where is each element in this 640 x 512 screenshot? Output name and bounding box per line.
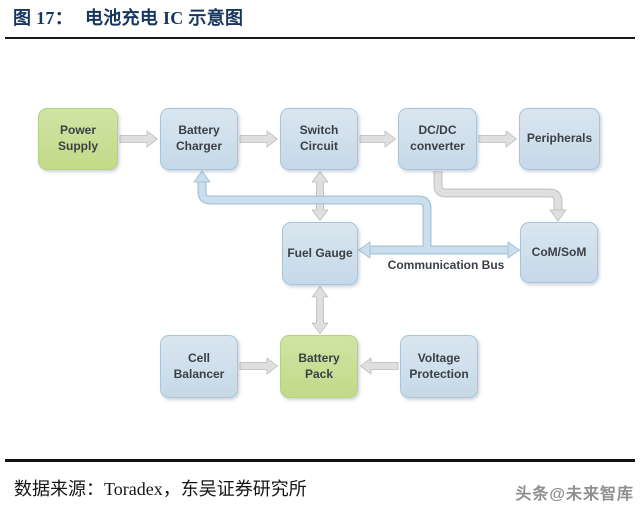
- node-dcdc-converter-label: DC/DC converter: [410, 123, 465, 153]
- bus-head-left: [358, 241, 371, 259]
- node-battery-charger: Battery Charger: [160, 108, 238, 170]
- bus-head-right: [507, 241, 520, 259]
- node-voltage-protection-label: Voltage Protection: [409, 350, 469, 381]
- arrow-dcdc-to-comsom-head: [549, 209, 567, 222]
- node-switch-circuit-label: Switch Circuit: [299, 123, 339, 153]
- node-peripherals-label: Peripherals: [526, 131, 593, 146]
- title-divider: [5, 37, 635, 39]
- node-voltage-protection: Voltage Protection: [400, 335, 478, 398]
- arrow-balancer-to-pack: [239, 357, 278, 375]
- node-battery-pack: Battery Pack: [280, 335, 358, 398]
- footer-divider: [5, 459, 635, 462]
- figure-title-text: 电池充电 IC 示意图: [85, 8, 244, 28]
- arrow-bus-to-charger: [198, 177, 431, 249]
- node-fuel-gauge-label: Fuel Gauge: [287, 245, 353, 260]
- node-switch-circuit: Switch Circuit: [280, 108, 358, 170]
- arrow-switch-to-dcdc: [359, 130, 396, 148]
- arrow-dcdc-to-peripherals: [478, 130, 517, 148]
- node-peripherals: Peripherals: [519, 108, 600, 170]
- arrow-fuel-pack-bidirectional: [311, 286, 329, 334]
- arrow-charger-to-switch: [239, 130, 278, 148]
- watermark-text: 头条@未来智库: [515, 486, 634, 503]
- node-battery-pack-label: Battery Pack: [298, 350, 340, 381]
- node-com-som: CoM/SoM: [520, 222, 598, 283]
- node-com-som-label: CoM/SoM: [531, 244, 587, 259]
- arrow-power-to-charger: [119, 130, 158, 148]
- figure-label: 图 17：: [13, 8, 73, 28]
- node-fuel-gauge: Fuel Gauge: [282, 222, 358, 285]
- arrow-dcdc-to-comsom: [434, 171, 562, 211]
- node-power-supply: Power Supply: [38, 108, 118, 170]
- node-cell-balancer: Cell Balancer: [160, 335, 238, 398]
- node-cell-balancer-label: Cell Balancer: [173, 350, 225, 381]
- communication-bus-label: Communication Bus: [387, 258, 505, 272]
- arrow-protection-to-pack: [360, 357, 399, 375]
- node-battery-charger-label: Battery Charger: [175, 123, 222, 153]
- node-dcdc-converter: DC/DC converter: [398, 108, 477, 170]
- figure-title: 图 17： 电池充电 IC 示意图: [13, 4, 243, 30]
- data-source-text: 数据来源：Toradex，东吴证券研究所: [14, 479, 307, 499]
- node-power-supply-label: Power Supply: [57, 123, 98, 153]
- arrow-bus-to-charger-head: [193, 170, 211, 183]
